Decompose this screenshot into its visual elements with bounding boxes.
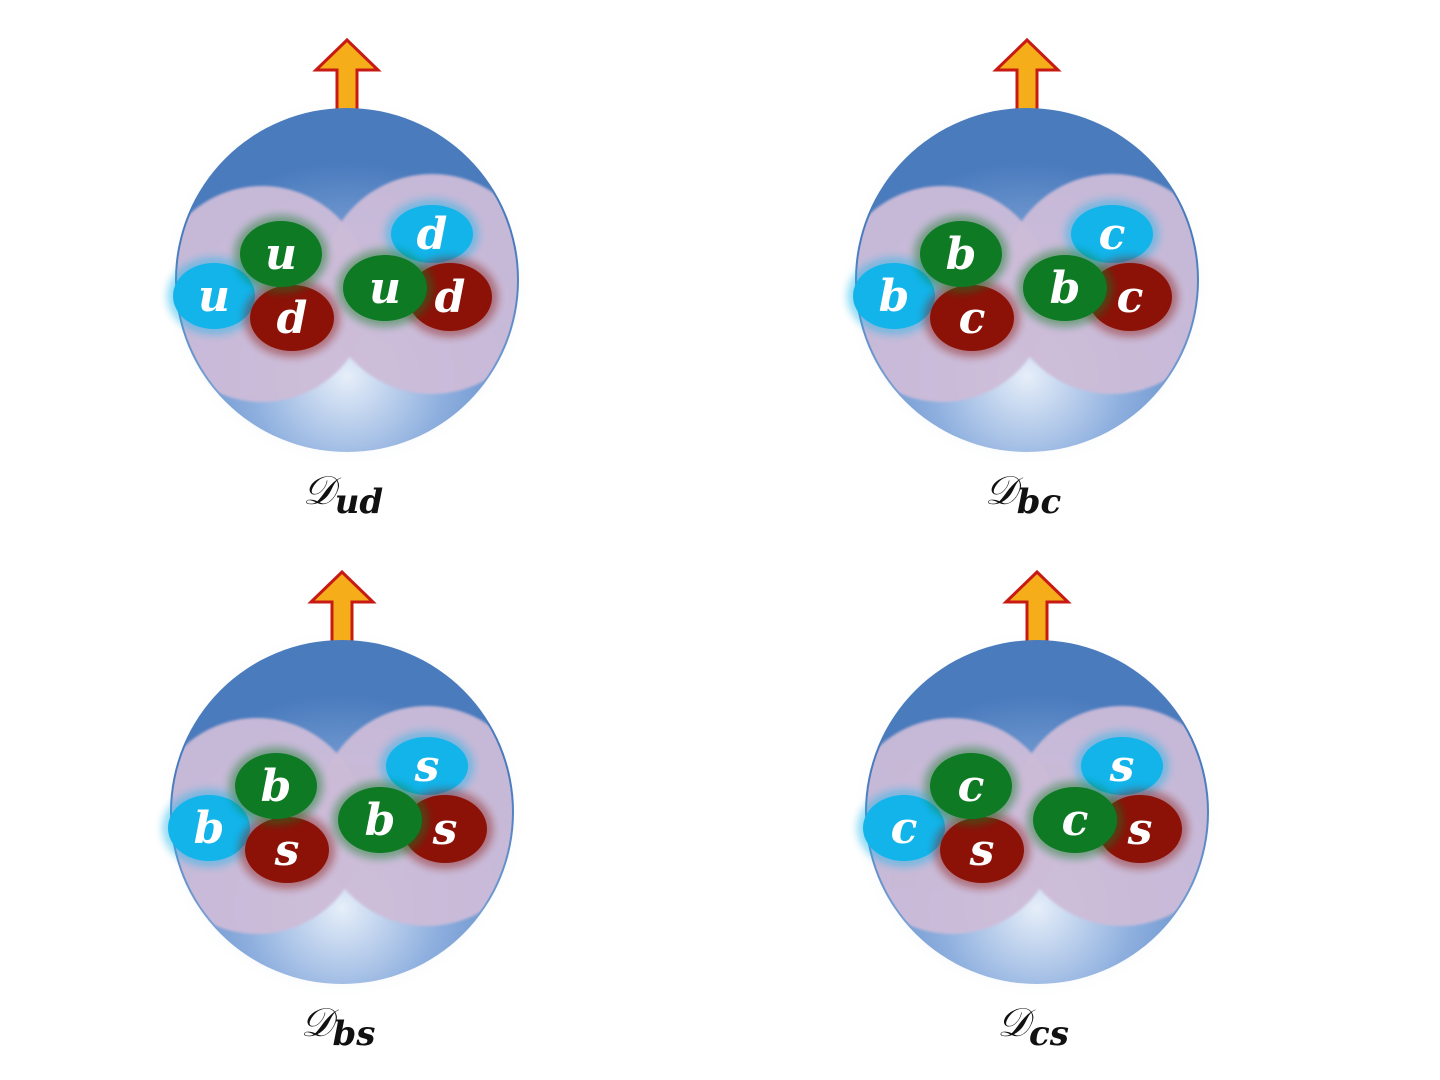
quark-body	[863, 795, 945, 861]
quark-label: c	[891, 803, 918, 854]
quark-body	[853, 263, 935, 329]
quark-label: s	[1127, 804, 1153, 855]
caption-subscript: ud	[335, 482, 384, 522]
quark-label: s	[432, 804, 458, 855]
quark-label: u	[265, 229, 297, 280]
quark-body	[940, 817, 1024, 883]
quark-body	[338, 787, 422, 853]
quark-body	[250, 285, 334, 351]
spin-arrow-icon	[992, 37, 1062, 113]
quark-body	[168, 795, 250, 861]
quark-body	[386, 737, 468, 795]
quark-body	[343, 255, 427, 321]
quark-label: s	[414, 741, 440, 792]
quark-label: d	[277, 293, 308, 344]
quark-body	[235, 753, 317, 819]
quark-label: s	[274, 825, 300, 876]
quark-label: u	[198, 271, 230, 322]
quark-label: b	[261, 761, 292, 812]
quark-label: b	[365, 795, 396, 846]
caption-subscript: cs	[1029, 1014, 1069, 1054]
quark-u-0: u	[167, 257, 261, 335]
spin-arrow-icon	[307, 569, 377, 645]
quark-label: d	[435, 272, 466, 323]
spin-arrow-icon	[312, 37, 382, 113]
quark-label: c	[1062, 795, 1089, 846]
panel-caption: 𝒟bs	[301, 1000, 376, 1054]
quark-b-1: b	[914, 215, 1008, 293]
panel-caption: 𝒟cs	[997, 1000, 1069, 1054]
quark-label: b	[1050, 263, 1081, 314]
quark-c-1: c	[924, 747, 1018, 825]
caption-subscript: bc	[1017, 482, 1062, 522]
quark-c-3: c	[1027, 781, 1123, 859]
quark-body	[173, 263, 255, 329]
quark-label: s	[969, 825, 995, 876]
quark-c-2: c	[924, 279, 1020, 357]
quark-d-4: d	[385, 199, 479, 269]
quark-d-2: d	[244, 279, 340, 357]
quark-u-3: u	[337, 249, 433, 327]
quark-body	[1081, 737, 1163, 795]
quark-s-2: s	[934, 811, 1030, 889]
quark-s-4: s	[1075, 731, 1169, 801]
panel-caption: 𝒟bc	[985, 468, 1062, 522]
quark-b-3: b	[332, 781, 428, 859]
quark-b-1: b	[229, 747, 323, 825]
panel-caption: 𝒟ud	[303, 468, 384, 522]
quark-body	[920, 221, 1002, 287]
quark-u-1: u	[234, 215, 328, 293]
quark-body	[1023, 255, 1107, 321]
quark-label: c	[958, 761, 985, 812]
quark-label: c	[1099, 209, 1126, 260]
quark-body	[240, 221, 322, 287]
spin-arrow-icon	[1002, 569, 1072, 645]
quark-c-0: c	[857, 789, 951, 867]
quark-label: s	[1109, 741, 1135, 792]
quark-c-4: c	[1065, 199, 1159, 269]
quark-label: b	[194, 803, 225, 854]
caption-subscript: bs	[333, 1014, 376, 1054]
quark-b-0: b	[162, 789, 256, 867]
quark-body	[930, 753, 1012, 819]
quark-b-0: b	[847, 257, 941, 335]
quark-label: b	[879, 271, 910, 322]
quark-body	[391, 205, 473, 263]
quark-b-3: b	[1017, 249, 1113, 327]
quark-label: c	[959, 293, 986, 344]
quark-body	[1033, 787, 1117, 853]
quark-label: c	[1117, 272, 1144, 323]
quark-label: d	[417, 209, 448, 260]
quark-body	[245, 817, 329, 883]
quark-s-2: s	[239, 811, 335, 889]
quark-s-4: s	[380, 731, 474, 801]
quark-body	[1071, 205, 1153, 263]
quark-body	[930, 285, 1014, 351]
quark-label: u	[369, 263, 401, 314]
quark-label: b	[946, 229, 977, 280]
